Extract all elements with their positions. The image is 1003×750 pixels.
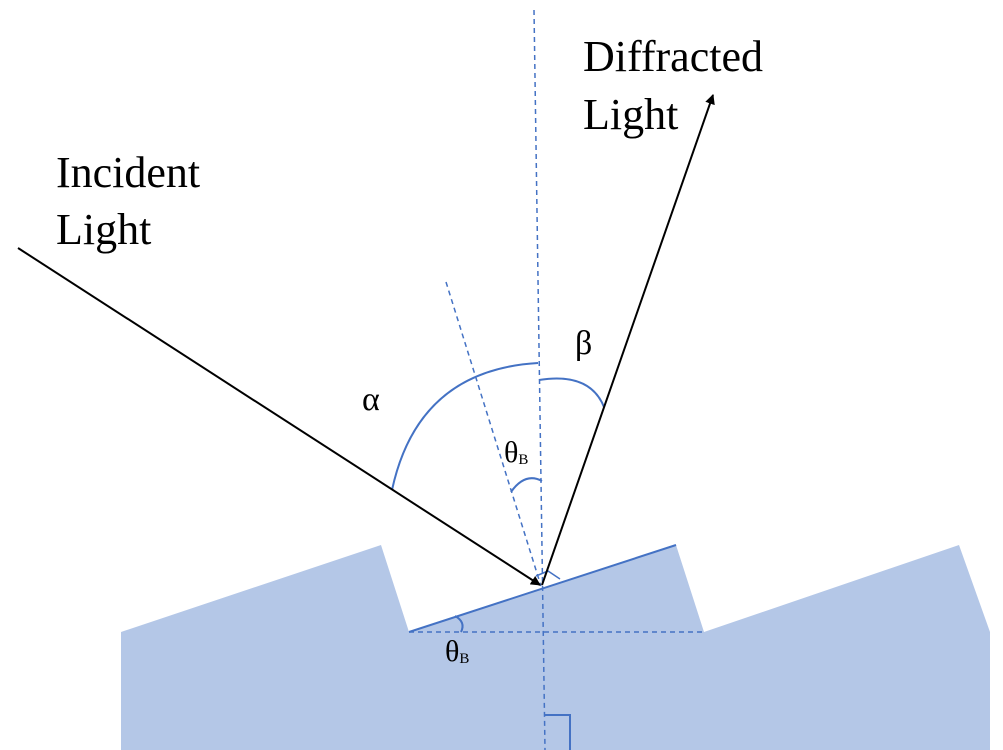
theta-b-lower-label: θB [445,635,469,668]
beta-arc [538,377,605,408]
alpha-arc [391,362,539,491]
incident-label-line1: Incident [56,148,200,197]
diffracted-ray [541,94,715,586]
theta-subscript: B [518,452,528,468]
facet-normal-line [445,281,542,587]
diffracted-label-line2: Light [583,90,678,139]
beta-label: β [575,325,592,362]
incident-label-line2: Light [56,205,151,254]
theta-b-upper-label: θB [504,436,528,469]
theta-b-lower-arc [454,615,464,633]
facet-right-angle-marker [535,570,561,580]
theta-symbol: θ [504,436,518,469]
theta-b-upper-arc [510,477,543,493]
diffracted-label-line1: Diffracted [583,32,763,81]
grating-surface [121,545,990,750]
bottom-right-angle-marker [545,714,571,750]
incident-ray [17,247,541,586]
alpha-label: α [362,381,380,418]
theta-symbol: θ [445,635,459,668]
theta-subscript: B [459,651,469,667]
